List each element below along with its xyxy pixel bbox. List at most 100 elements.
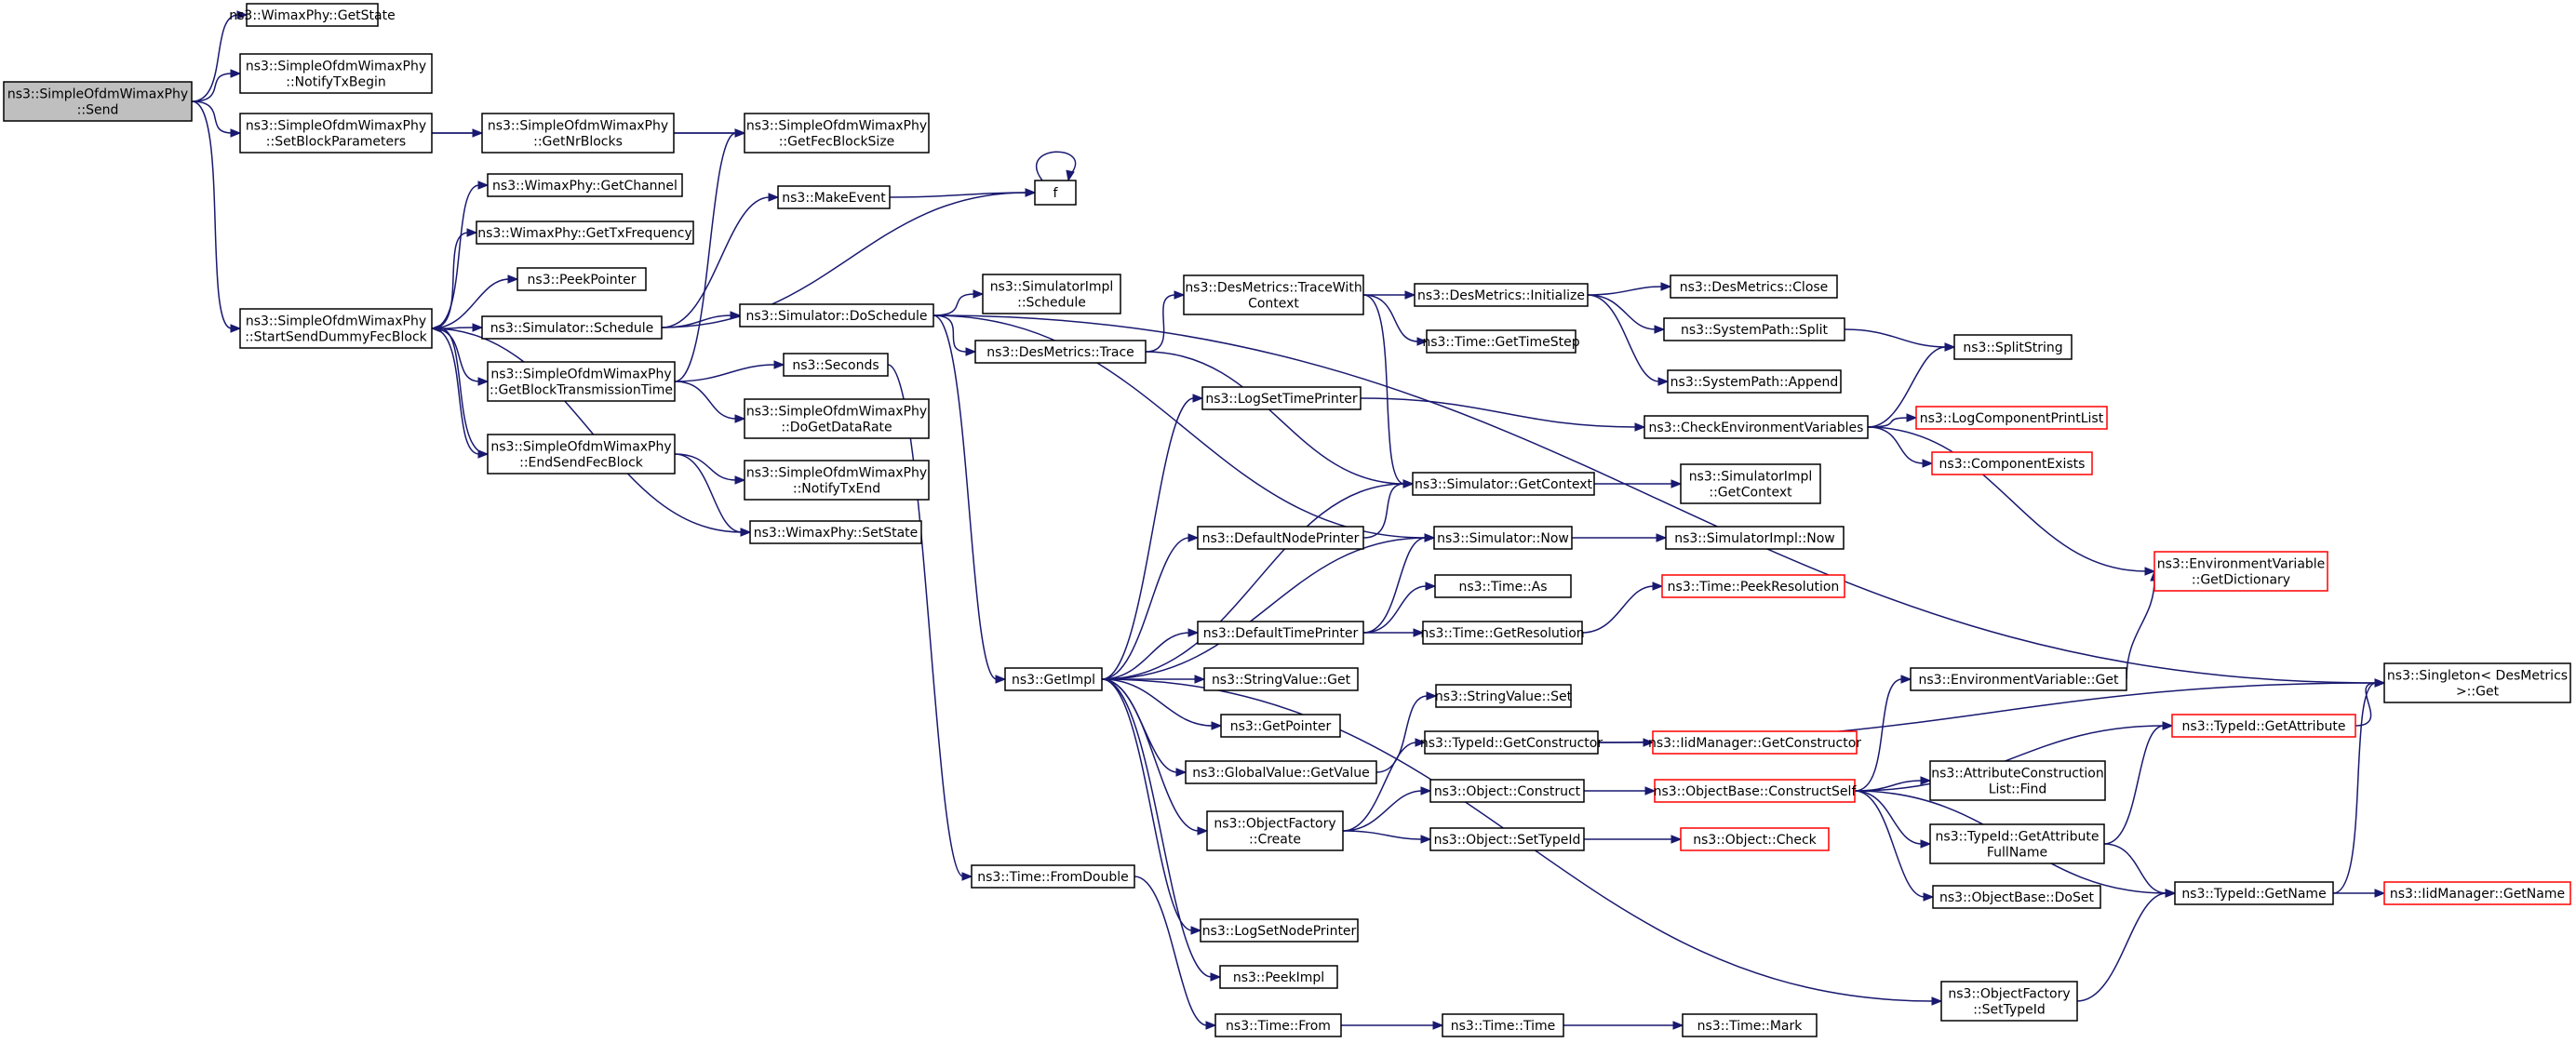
node-splitstring[interactable]: ns3::SplitString [1953, 334, 2073, 360]
node-simnow[interactable]: ns3::Simulator::Now [1433, 526, 1573, 550]
node-simschedule[interactable]: ns3::Simulator::Schedule [481, 315, 663, 340]
node-simimplgetcontext[interactable]: ns3::SimulatorImpl::GetContext [1680, 463, 1821, 504]
node-checkenv[interactable]: ns3::CheckEnvironmentVariables [1644, 415, 1869, 439]
node-startsenddummy[interactable]: ns3::SimpleOfdmWimaxPhy::StartSendDummyF… [239, 308, 433, 349]
node-desmetricstrace[interactable]: ns3::DesMetrics::Trace [974, 340, 1147, 364]
node-getresolution[interactable]: ns3::Time::GetResolution [1420, 621, 1585, 645]
edge-timefrom-to-timetime [1341, 1021, 1444, 1030]
node-endsendfecblock[interactable]: ns3::SimpleOfdmWimaxPhy::EndSendFecBlock [487, 434, 676, 475]
edge-getattrfullname-to-typeidgetattribute [2103, 721, 2174, 845]
node-setblockparams[interactable]: ns3::SimpleOfdmWimaxPhy::SetBlockParamet… [239, 113, 433, 154]
node-logcompprintlist[interactable]: ns3::LogComponentPrintList [1915, 406, 2108, 430]
node-split[interactable]: ns3::SystemPath::Split [1663, 317, 1845, 341]
node-iidgetconstructor[interactable]: ns3::IidManager::GetConstructor [1648, 730, 1861, 755]
edge-doschedule-to-simimplschedule [932, 289, 985, 316]
node-initialize[interactable]: ns3::DesMetrics::Initialize [1414, 283, 1589, 307]
node-getimpl[interactable]: ns3::GetImpl [1004, 667, 1103, 691]
node-timemark[interactable]: ns3::Time::Mark [1682, 1013, 1818, 1037]
node-simimplschedule[interactable]: ns3::SimulatorImpl::Schedule [982, 274, 1121, 314]
node-f[interactable]: f [1034, 180, 1077, 206]
node-peekimpl[interactable]: ns3::PeekImpl [1219, 965, 1338, 989]
edge-checkenv-to-compexists [1867, 426, 1934, 468]
node-gettxfrequency[interactable]: ns3::WimaxPhy::GetTxFrequency [476, 221, 694, 245]
node-gettimestep[interactable]: ns3::Time::GetTimeStep [1422, 329, 1580, 354]
node-append[interactable]: ns3::SystemPath::Append [1667, 369, 1842, 394]
node-label: ns3::Time::From [1226, 1019, 1331, 1034]
node-timefromdouble[interactable]: ns3::Time::FromDouble [971, 864, 1135, 889]
node-stringvalueset[interactable]: ns3::StringValue::Set [1435, 684, 1573, 708]
node-logsetnodeprinter[interactable]: ns3::LogSetNodePrinter [1200, 918, 1359, 943]
edge-send-to-notifytxbegin [191, 69, 242, 102]
node-getpointer[interactable]: ns3::GetPointer [1220, 714, 1341, 738]
node-getstate[interactable]: ns3::WimaxPhy::GetState [229, 3, 396, 27]
edge-objfactorysettypeid-to-typeidgetname [2076, 889, 2177, 1002]
node-logsettimeprinter[interactable]: ns3::LogSetTimePrinter [1201, 386, 1362, 410]
node-label: ns3::ObjectFactory [1948, 987, 2070, 1002]
edge-getimpl-to-objfactorycreate [1101, 678, 1209, 836]
node-simimplnow[interactable]: ns3::SimulatorImpl::Now [1665, 526, 1845, 550]
node-objfactorysettypeid[interactable]: ns3::ObjectFactory::SetTypeId [1940, 981, 2078, 1022]
node-peekresolution[interactable]: ns3::Time::PeekResolution [1661, 574, 1845, 598]
edge-getimpl-to-logsetnodeprinter [1101, 678, 1202, 935]
node-getblocktxtime[interactable]: ns3::SimpleOfdmWimaxPhy::GetBlockTransmi… [487, 361, 676, 402]
node-close[interactable]: ns3::DesMetrics::Close [1670, 274, 1838, 299]
node-globalvaluegetvalue[interactable]: ns3::GlobalValue::GetValue [1185, 760, 1377, 784]
node-typeidgetconstructor[interactable]: ns3::TypeId::GetConstructor [1420, 730, 1603, 755]
node-iidgetname[interactable]: ns3::IidManager::GetName [2383, 881, 2571, 905]
edge-send-to-startsenddummy [191, 100, 242, 333]
node-doschedule[interactable]: ns3::Simulator::DoSchedule [739, 303, 934, 328]
node-label: ::DoGetDataRate [781, 421, 892, 435]
node-notifytxend[interactable]: ns3::SimpleOfdmWimaxPhy::NotifyTxEnd [744, 460, 930, 501]
node-label: ns3::SimpleOfdmWimaxPhy [746, 466, 927, 481]
node-objfactorycreate[interactable]: ns3::ObjectFactory::Create [1206, 810, 1344, 851]
node-getnrblocks[interactable]: ns3::SimpleOfdmWimaxPhy::GetNrBlocks [481, 113, 675, 154]
node-envget[interactable]: ns3::EnvironmentVariable::Get [1910, 667, 2127, 691]
node-timetime[interactable]: ns3::Time::Time [1442, 1013, 1564, 1037]
node-label: ns3::Time::FromDouble [977, 870, 1129, 885]
node-makeevent[interactable]: ns3::MakeEvent [777, 185, 891, 209]
node-dosset[interactable]: ns3::ObjectBase::DoSet [1932, 885, 2101, 909]
node-singletonget[interactable]: ns3::Singleton< DesMetrics >::Get [2383, 662, 2571, 703]
node-stringvalueget[interactable]: ns3::StringValue::Get [1203, 667, 1359, 691]
node-getfecblocksize[interactable]: ns3::SimpleOfdmWimaxPhy::GetFecBlockSize [744, 113, 930, 154]
edge-getimpl-to-getcontext [1101, 479, 1415, 680]
node-seconds[interactable]: ns3::Seconds [783, 353, 889, 377]
node-timefrom[interactable]: ns3::Time::From [1214, 1013, 1342, 1037]
node-notifytxbegin[interactable]: ns3::SimpleOfdmWimaxPhy::NotifyTxBegin [239, 53, 433, 94]
node-label: ns3::DesMetrics::TraceWith [1185, 281, 1362, 296]
node-compexists[interactable]: ns3::ComponentExists [1931, 451, 2093, 475]
edge-send-to-setblockparams [191, 100, 242, 138]
node-dogetdatarate[interactable]: ns3::SimpleOfdmWimaxPhy::DoGetDataRate [744, 398, 930, 439]
edge-split-to-splitstring [1844, 328, 1956, 352]
edge-startsenddummy-to-getblocktxtime [431, 328, 490, 386]
node-getchannel[interactable]: ns3::WimaxPhy::GetChannel [487, 173, 683, 197]
node-label: ns3::Simulator::GetContext [1415, 477, 1593, 492]
node-defaulttimeprinter[interactable]: ns3::DefaultTimePrinter [1197, 621, 1364, 645]
edge-initialize-to-split [1587, 294, 1666, 334]
node-label: ns3::Object::Construct [1434, 784, 1581, 799]
node-timeas[interactable]: ns3::Time::As [1434, 574, 1572, 598]
node-label: ns3::MakeEvent [782, 191, 886, 206]
node-setstate[interactable]: ns3::WimaxPhy::SetState [749, 520, 922, 544]
node-getcontext[interactable]: ns3::Simulator::GetContext [1412, 472, 1595, 496]
node-label: ns3::GetImpl [1012, 673, 1095, 688]
node-label: ::GetFecBlockSize [779, 135, 895, 150]
node-typeidgetattribute[interactable]: ns3::TypeId::GetAttribute [2171, 714, 2356, 738]
edge-getimpl-to-logsettimeprinter [1101, 394, 1204, 680]
node-typeidgetname[interactable]: ns3::TypeId::GetName [2174, 881, 2334, 905]
node-send[interactable]: ns3::SimpleOfdmWimaxPhy::Send [3, 81, 193, 122]
node-objectsettypeid[interactable]: ns3::Object::SetTypeId [1429, 827, 1585, 851]
node-label: ::GetDictionary [2192, 573, 2290, 588]
node-defaultnodeprinter[interactable]: ns3::DefaultNodePrinter [1197, 526, 1364, 550]
edge-getattrfullname-to-typeidgetname [2103, 843, 2177, 898]
node-label: ::SetBlockParameters [266, 135, 406, 150]
node-constructself[interactable]: ns3::ObjectBase::ConstructSelf [1654, 779, 1858, 803]
node-objectconstruct[interactable]: ns3::Object::Construct [1429, 779, 1585, 803]
node-peekpointer[interactable]: ns3::PeekPointer [517, 267, 647, 291]
edge-doschedule-to-singletonget [932, 314, 2386, 688]
node-envgetdict[interactable]: ns3::EnvironmentVariable::GetDictionary [2153, 551, 2328, 592]
node-objectcheck[interactable]: ns3::Object::Check [1680, 827, 1830, 851]
